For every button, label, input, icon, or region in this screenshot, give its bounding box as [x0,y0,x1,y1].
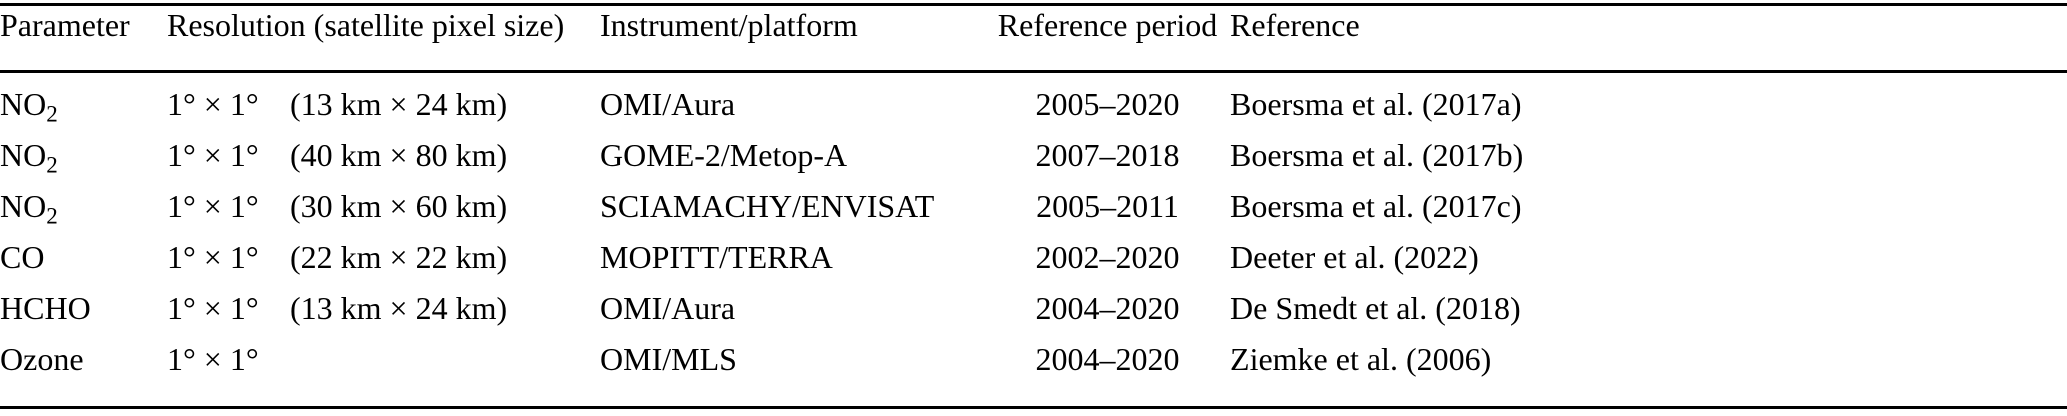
table-header: Parameter Resolution (satellite pixel si… [0,0,2067,67]
cell-reference-period: 2004–2020 [1035,290,1180,326]
table-row: CO 1° × 1° (22 km × 22 km) MOPITT/TERRA … [0,232,2067,283]
parameter-formula: NO [0,188,47,224]
column-header-reference: Reference [1230,7,1360,43]
data-table: Parameter Resolution (satellite pixel si… [0,0,2067,385]
parameter-subscript: 2 [46,100,58,127]
cell-reference-period: 2005–2020 [1035,86,1180,122]
table-header-rule [0,70,2067,73]
cell-resolution: 1° × 1° [167,188,259,224]
cell-resolution: 1° × 1° [167,341,259,377]
cell-reference-period: 2004–2020 [1035,341,1180,377]
cell-parameter: HCHO [0,283,167,334]
cell-pixel-size: (13 km × 24 km) [290,290,508,326]
cell-reference: Ziemke et al. (2006) [1230,341,1492,377]
cell-pixel-size [290,334,600,385]
cell-instrument: MOPITT/TERRA [600,239,833,275]
cell-resolution: 1° × 1° [167,137,259,173]
table-header-row: Parameter Resolution (satellite pixel si… [0,0,2067,67]
parameter-formula: HCHO [0,290,91,326]
cell-resolution: 1° × 1° [167,290,259,326]
cell-pixel-size: (40 km × 80 km) [290,137,508,173]
parameter-subscript: 2 [46,202,58,229]
cell-reference-period: 2005–2011 [1036,188,1179,224]
cell-pixel-size: (13 km × 24 km) [290,86,508,122]
table-body: NO2 1° × 1° (13 km × 24 km) OMI/Aura 200… [0,67,2067,385]
table-top-rule [0,3,2067,6]
cell-resolution: 1° × 1° [167,239,259,275]
cell-parameter: NO2 [0,130,167,181]
cell-reference: Boersma et al. (2017b) [1230,137,1524,173]
cell-parameter: NO2 [0,181,167,232]
cell-instrument: OMI/Aura [600,290,736,326]
table-row: NO2 1° × 1° (13 km × 24 km) OMI/Aura 200… [0,67,2067,130]
cell-parameter: Ozone [0,334,167,385]
table-row: NO2 1° × 1° (30 km × 60 km) SCIAMACHY/EN… [0,181,2067,232]
parameter-formula: NO [0,86,47,122]
cell-reference: De Smedt et al. (2018) [1230,290,1521,326]
cell-reference: Deeter et al. (2022) [1230,239,1479,275]
cell-reference: Boersma et al. (2017c) [1230,188,1522,224]
cell-instrument: OMI/Aura [600,86,736,122]
table-row: NO2 1° × 1° (40 km × 80 km) GOME-2/Metop… [0,130,2067,181]
column-header-resolution: Resolution (satellite pixel size) [167,7,565,43]
cell-parameter: NO2 [0,67,167,130]
table-bottom-rule [0,406,2067,409]
cell-instrument: GOME-2/Metop-A [600,137,848,173]
column-header-reference-period: Reference period [997,7,1218,43]
parameter-subscript: 2 [46,151,58,178]
parameter-formula: Ozone [0,341,84,377]
cell-instrument: OMI/MLS [600,341,737,377]
cell-reference-period: 2002–2020 [1035,239,1180,275]
column-header-parameter: Parameter [0,7,130,43]
cell-parameter: CO [0,232,167,283]
cell-resolution: 1° × 1° [167,86,259,122]
cell-instrument: SCIAMACHY/ENVISAT [600,188,935,224]
parameter-formula: NO [0,137,47,173]
cell-reference: Boersma et al. (2017a) [1230,86,1522,122]
parameter-formula: CO [0,239,45,275]
cell-pixel-size: (22 km × 22 km) [290,239,508,275]
cell-pixel-size: (30 km × 60 km) [290,188,508,224]
cell-reference-period: 2007–2018 [1035,137,1180,173]
column-header-instrument: Instrument/platform [600,7,858,43]
table-row: Ozone 1° × 1° OMI/MLS 2004–2020 Ziemke e… [0,334,2067,385]
table-row: HCHO 1° × 1° (13 km × 24 km) OMI/Aura 20… [0,283,2067,334]
